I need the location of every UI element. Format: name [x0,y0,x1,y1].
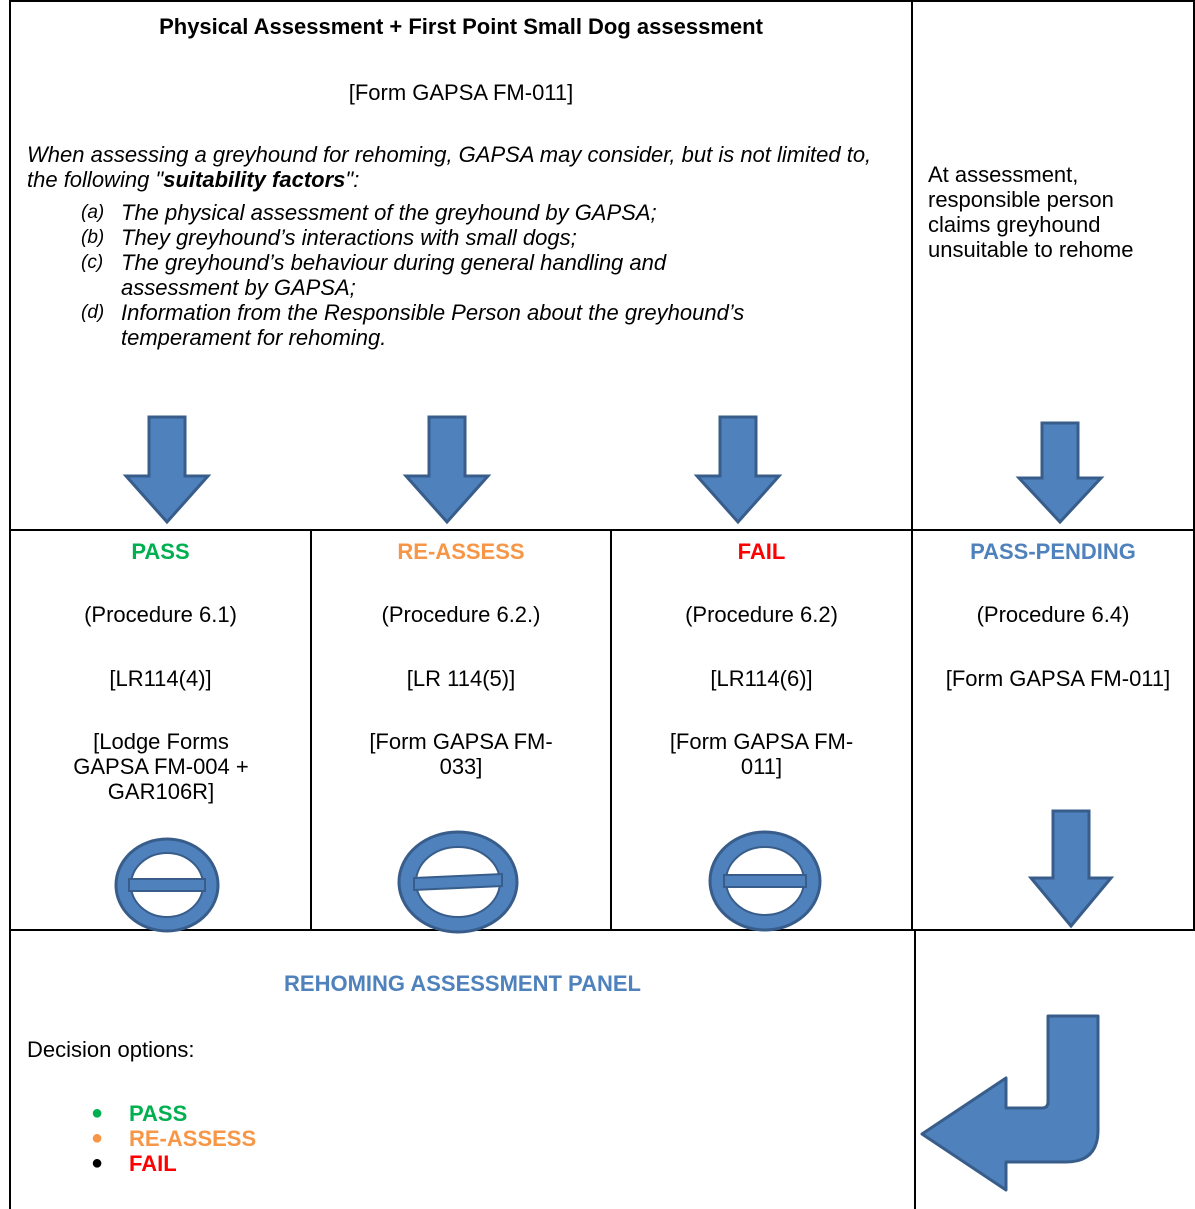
option-pass: PASS [129,1101,188,1126]
no-entry-icon [114,837,220,933]
turn-left-arrow-icon [920,1014,1100,1192]
panel-title: REHOMING ASSESSMENT PANEL [284,971,641,996]
intro-before: When assessing a greyhound for rehoming,… [27,142,872,192]
no-entry-icon [708,830,822,932]
bullet-icon: ● [91,1152,104,1174]
list-item: (a) The physical assessment of the greyho… [27,200,897,225]
down-arrow-icon [122,415,212,525]
status-fail: FAIL [737,539,786,564]
intro-bold: suitability factors [163,167,346,192]
no-entry-icon [397,830,519,934]
outcome-cell-reassess: RE-ASSESS (Procedure 6.2.) [LR 114(5)] [… [312,531,610,929]
option-fail: FAIL [129,1151,177,1176]
forms-label: [Form GAPSA FM-033] [369,729,553,779]
procedure-label: (Procedure 6.1) [84,602,237,627]
status-pass-pending: PASS-PENDING [970,539,1136,564]
col-divider-3 [911,530,913,931]
factor-label: (c) [81,252,104,273]
page-title: Physical Assessment + First Point Small … [159,14,763,39]
rule-label: [LR 114(5)] [406,666,516,691]
suitability-factor-list: (a) The physical assessment of the greyho… [27,200,897,350]
list-item: (d) Information from the Responsible Pers… [27,300,897,350]
down-arrow-icon [1027,809,1115,929]
divider-top-right [911,0,913,530]
border-left [9,0,11,1209]
outcome-cell-pass-pending: PASS-PENDING (Procedure 6.4) [Form GAPSA… [913,531,1193,929]
factor-label: (d) [81,302,105,323]
down-arrow-icon [402,415,492,525]
list-item: ● FAIL [27,1151,527,1176]
list-item: (c) The greyhound’s behaviour during gene… [27,250,897,300]
bullet-icon: ● [91,1127,104,1149]
procedure-label: (Procedure 6.4) [976,602,1130,627]
top-cell: Physical Assessment + First Point Small … [11,2,911,529]
side-note: At assessment, responsible person claims… [928,162,1134,262]
forms-label: [Form GAPSA FM-011] [669,729,854,779]
factor-label: (b) [81,227,105,248]
down-arrow-icon [693,415,783,525]
rule-label: [LR114(6)] [710,666,813,691]
option-reassess: RE-ASSESS [129,1126,257,1151]
border-top [9,0,1195,2]
factor-label: (a) [81,202,105,223]
list-item: (b) They greyhound’s interactions with sm… [27,225,897,250]
factor-text: The physical assessment of the greyhound… [121,200,657,225]
list-item: ● RE-ASSESS [27,1126,527,1151]
rule-label: [Form GAPSA FM-011] [945,666,1171,691]
col-divider-2 [610,530,612,931]
procedure-label: (Procedure 6.2.) [381,602,541,627]
down-arrow-icon [1015,421,1105,525]
assessment-panel: REHOMING ASSESSMENT PANEL Decision optio… [11,931,914,1209]
row-divider-1 [9,529,1195,531]
forms-label: [Lodge Forms GAPSA FM-004 + GAR106R] [73,729,249,804]
procedure-label: (Procedure 6.2) [685,602,838,627]
list-item: ● PASS [27,1101,527,1126]
status-reassess: RE-ASSESS [397,539,525,564]
rule-label: [LR114(4)] [109,666,212,691]
factor-text: They greyhound’s interactions with small… [121,225,577,250]
panel-divider [914,929,916,1209]
factor-text: Information from the Responsible Person … [121,300,745,350]
outcome-cell-pass: PASS (Procedure 6.1) [LR114(4)] [Lodge F… [11,531,310,929]
col-divider-1 [310,530,312,931]
intro-text: When assessing a greyhound for rehoming,… [27,142,897,192]
form-reference: [Form GAPSA FM-011] [348,80,574,105]
status-pass: PASS [131,539,190,564]
decision-label: Decision options: [27,1037,195,1062]
intro-after: ": [345,167,360,192]
decision-options: ● PASS ● RE-ASSESS ● FAIL [27,1101,527,1176]
factor-text: The greyhound’s behaviour during general… [121,250,667,300]
border-right [1193,0,1195,931]
row-divider-2 [9,929,1195,931]
outcome-cell-fail: FAIL (Procedure 6.2) [LR114(6)] [Form GA… [612,531,911,929]
bullet-icon: ● [91,1102,104,1124]
